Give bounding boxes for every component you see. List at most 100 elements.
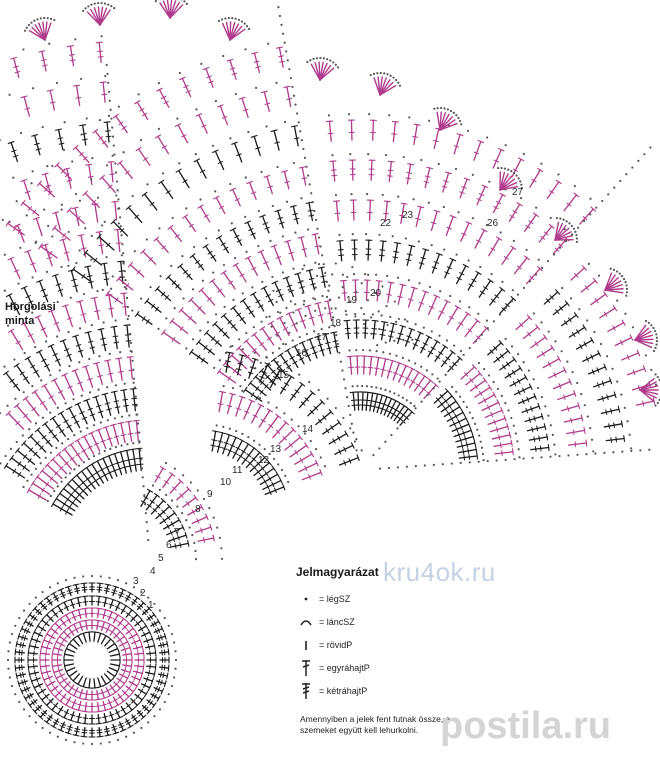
- chain-dot: [476, 429, 478, 431]
- web-dot: [385, 305, 387, 307]
- stitch-top: [135, 312, 138, 317]
- round-number-9: 9: [207, 489, 213, 500]
- stitch-top: [124, 450, 130, 451]
- chain-dot: [190, 481, 192, 483]
- stitch-post: [393, 122, 395, 142]
- stitch-post: [564, 418, 582, 422]
- chain-dot: [504, 402, 506, 404]
- chain-dot: [450, 110, 452, 112]
- stitch-top: [477, 453, 478, 459]
- stitch-top: [220, 432, 226, 434]
- chain-dot: [192, 288, 194, 290]
- stitch-bar: [105, 731, 110, 732]
- stitch-bar: [72, 279, 77, 280]
- stitch-post: [454, 135, 460, 154]
- chain-dot: [576, 237, 578, 239]
- stitch-top: [513, 357, 516, 362]
- stitch-post: [553, 303, 567, 314]
- round-number-12: 12: [258, 455, 270, 466]
- stitch-top: [575, 313, 578, 318]
- stitch-top: [103, 722, 109, 723]
- stitch-top: [105, 735, 111, 736]
- chain-dot: [505, 144, 507, 146]
- stitch-post: [569, 327, 584, 337]
- stitch-post: [475, 230, 484, 248]
- stitch-post: [308, 402, 322, 416]
- stitch-post: [488, 418, 505, 424]
- chain-dot: [224, 17, 226, 19]
- stitch-post: [298, 309, 305, 328]
- chain-dot: [165, 494, 167, 496]
- stitch-bar: [58, 138, 63, 139]
- stitch-top: [119, 651, 120, 657]
- stitch-post: [219, 237, 228, 252]
- stitch-post: [468, 273, 478, 290]
- stitch-post: [206, 333, 221, 346]
- round-number-2: 2: [140, 588, 146, 599]
- single-cross-post-icon: [296, 660, 316, 676]
- stitch-bar: [431, 222, 436, 223]
- stitch-bar: [442, 186, 447, 187]
- chain-dot: [626, 288, 628, 290]
- guide-dot: [304, 157, 306, 159]
- guide-dot: [146, 530, 148, 532]
- stitch-post: [85, 715, 86, 724]
- stitch-bar: [388, 336, 393, 337]
- chain-dot: [109, 448, 111, 450]
- title-line-1: Horgolási: [5, 300, 56, 314]
- guide-dot: [571, 233, 573, 235]
- stitch-top: [141, 644, 143, 650]
- stitch-post: [78, 714, 80, 723]
- stitch-top: [102, 393, 108, 395]
- chain-dot: [259, 397, 261, 399]
- stitch-bar: [103, 273, 108, 274]
- chain-dot: [20, 132, 22, 134]
- stitch-bar: [607, 395, 608, 400]
- guide-dot: [463, 354, 465, 356]
- stitch-post: [54, 670, 63, 673]
- stitch-post: [108, 700, 111, 708]
- chain-dot: [324, 465, 326, 467]
- stitch-post: [57, 165, 71, 179]
- guide-dot: [612, 451, 614, 453]
- stitch-bar: [534, 416, 535, 421]
- stitch-top: [422, 374, 427, 377]
- chain-dot: [115, 446, 117, 448]
- stitch-top: [305, 443, 308, 448]
- chain-dot: [238, 19, 240, 21]
- guide-dot: [529, 280, 531, 282]
- chain-dot: [533, 378, 535, 380]
- stitch-bar: [47, 670, 48, 675]
- chain-dot: [235, 93, 237, 95]
- chain-dot: [415, 323, 417, 325]
- stitch-bar: [112, 590, 117, 591]
- stitch-post: [446, 217, 453, 236]
- stitch-bar: [58, 647, 59, 652]
- chain-dot: [86, 117, 88, 119]
- web-dot: [335, 262, 337, 264]
- chain-dot: [307, 228, 309, 230]
- chain-dot: [455, 254, 457, 256]
- chain-dot: [244, 379, 246, 381]
- chain-dot: [232, 299, 234, 301]
- stitch-bar: [463, 449, 464, 454]
- chain-dot: [131, 195, 133, 197]
- legend-label: = légSZ: [319, 594, 350, 604]
- chain-dot: [269, 240, 271, 242]
- chain-dot: [559, 218, 561, 220]
- chain-dot: [515, 432, 517, 434]
- chain-dot: [472, 417, 474, 419]
- chain-dot: [472, 217, 474, 219]
- chain-dot: [619, 273, 621, 275]
- guide-dot: [125, 288, 127, 290]
- guide-dot: [138, 431, 140, 433]
- chain-dot: [153, 603, 155, 605]
- stitch-post: [109, 668, 117, 672]
- chain-dot: [277, 463, 279, 465]
- chain-dot: [392, 235, 394, 237]
- stitch-post: [28, 666, 37, 667]
- stitch-post: [362, 392, 363, 410]
- stitch-post: [144, 639, 152, 642]
- round-number-11: 11: [232, 465, 243, 476]
- stitch-post: [248, 258, 257, 276]
